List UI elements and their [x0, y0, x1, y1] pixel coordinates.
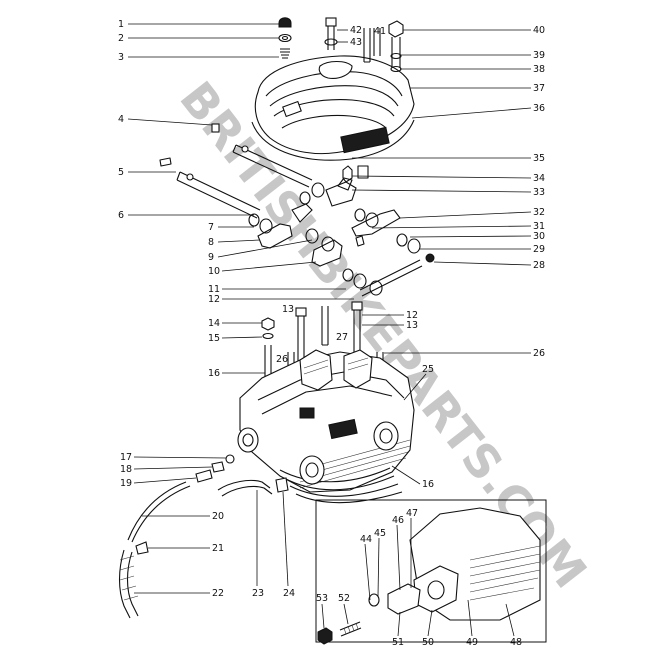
- callout-44: 44: [360, 534, 372, 545]
- callout-12-right: 12: [406, 310, 418, 321]
- callout-17: 17: [120, 452, 132, 463]
- callout-26-left: 26: [276, 354, 288, 365]
- callout-28: 28: [533, 260, 545, 271]
- callout-32: 32: [533, 207, 545, 218]
- callout-6: 6: [118, 210, 124, 221]
- callout-42: 42: [350, 25, 362, 36]
- callout-4: 4: [118, 114, 124, 125]
- callout-labels: 1 2 3 4 5 6 7 8 9 10 11 12 13 14 15 26 1…: [118, 19, 545, 648]
- callout-13-left: 13: [282, 304, 294, 315]
- callout-50: 50: [422, 637, 434, 648]
- callout-35: 35: [533, 153, 545, 164]
- callout-19: 19: [120, 478, 132, 489]
- callout-47: 47: [406, 508, 418, 519]
- callout-45: 45: [374, 528, 386, 539]
- callout-7: 7: [208, 222, 214, 233]
- callout-41: 41: [374, 26, 386, 37]
- callout-31: 31: [533, 221, 545, 232]
- callout-14: 14: [208, 318, 220, 329]
- callout-43: 43: [350, 37, 362, 48]
- callout-8: 8: [208, 237, 214, 248]
- callout-49: 49: [466, 637, 478, 648]
- callout-13-right: 13: [406, 320, 418, 331]
- callout-2: 2: [118, 33, 124, 44]
- callout-11: 11: [208, 284, 220, 295]
- callout-51: 51: [392, 637, 404, 648]
- callout-34: 34: [533, 173, 545, 184]
- callout-33: 33: [533, 187, 545, 198]
- callout-9: 9: [208, 252, 214, 263]
- callout-46: 46: [392, 515, 404, 526]
- cover-bolts: [324, 17, 404, 73]
- callout-20: 20: [212, 511, 224, 522]
- rocker-shafts: [159, 123, 313, 219]
- cylinder-head: [237, 349, 415, 504]
- callout-10: 10: [208, 266, 220, 277]
- callout-48: 48: [510, 637, 522, 648]
- callout-16-right: 16: [422, 479, 434, 490]
- callout-3: 3: [118, 52, 124, 63]
- callout-5: 5: [118, 167, 124, 178]
- callout-16-left: 16: [208, 368, 220, 379]
- callout-38: 38: [533, 64, 545, 75]
- callout-52: 52: [338, 593, 350, 604]
- cap-nut-1: [278, 17, 292, 59]
- oil-feed-pipes: [118, 454, 289, 619]
- callout-26-right: 26: [533, 348, 545, 359]
- callout-18: 18: [120, 464, 132, 475]
- callout-12-left: 12: [208, 294, 220, 305]
- callout-23: 23: [252, 588, 264, 599]
- callout-36: 36: [533, 103, 545, 114]
- rocker-cover: [251, 55, 415, 161]
- inset-detail: [315, 499, 547, 645]
- callout-1: 1: [118, 19, 124, 30]
- callout-29: 29: [533, 244, 545, 255]
- callout-53: 53: [316, 593, 328, 604]
- callout-27: 27: [336, 332, 348, 343]
- callout-25: 25: [422, 364, 434, 375]
- callout-24: 24: [283, 588, 295, 599]
- callout-40: 40: [533, 25, 545, 36]
- callout-37: 37: [533, 83, 545, 94]
- callout-39: 39: [533, 50, 545, 61]
- callout-15: 15: [208, 333, 220, 344]
- callout-22: 22: [212, 588, 224, 599]
- callout-21: 21: [212, 543, 224, 554]
- callout-30: 30: [533, 231, 545, 242]
